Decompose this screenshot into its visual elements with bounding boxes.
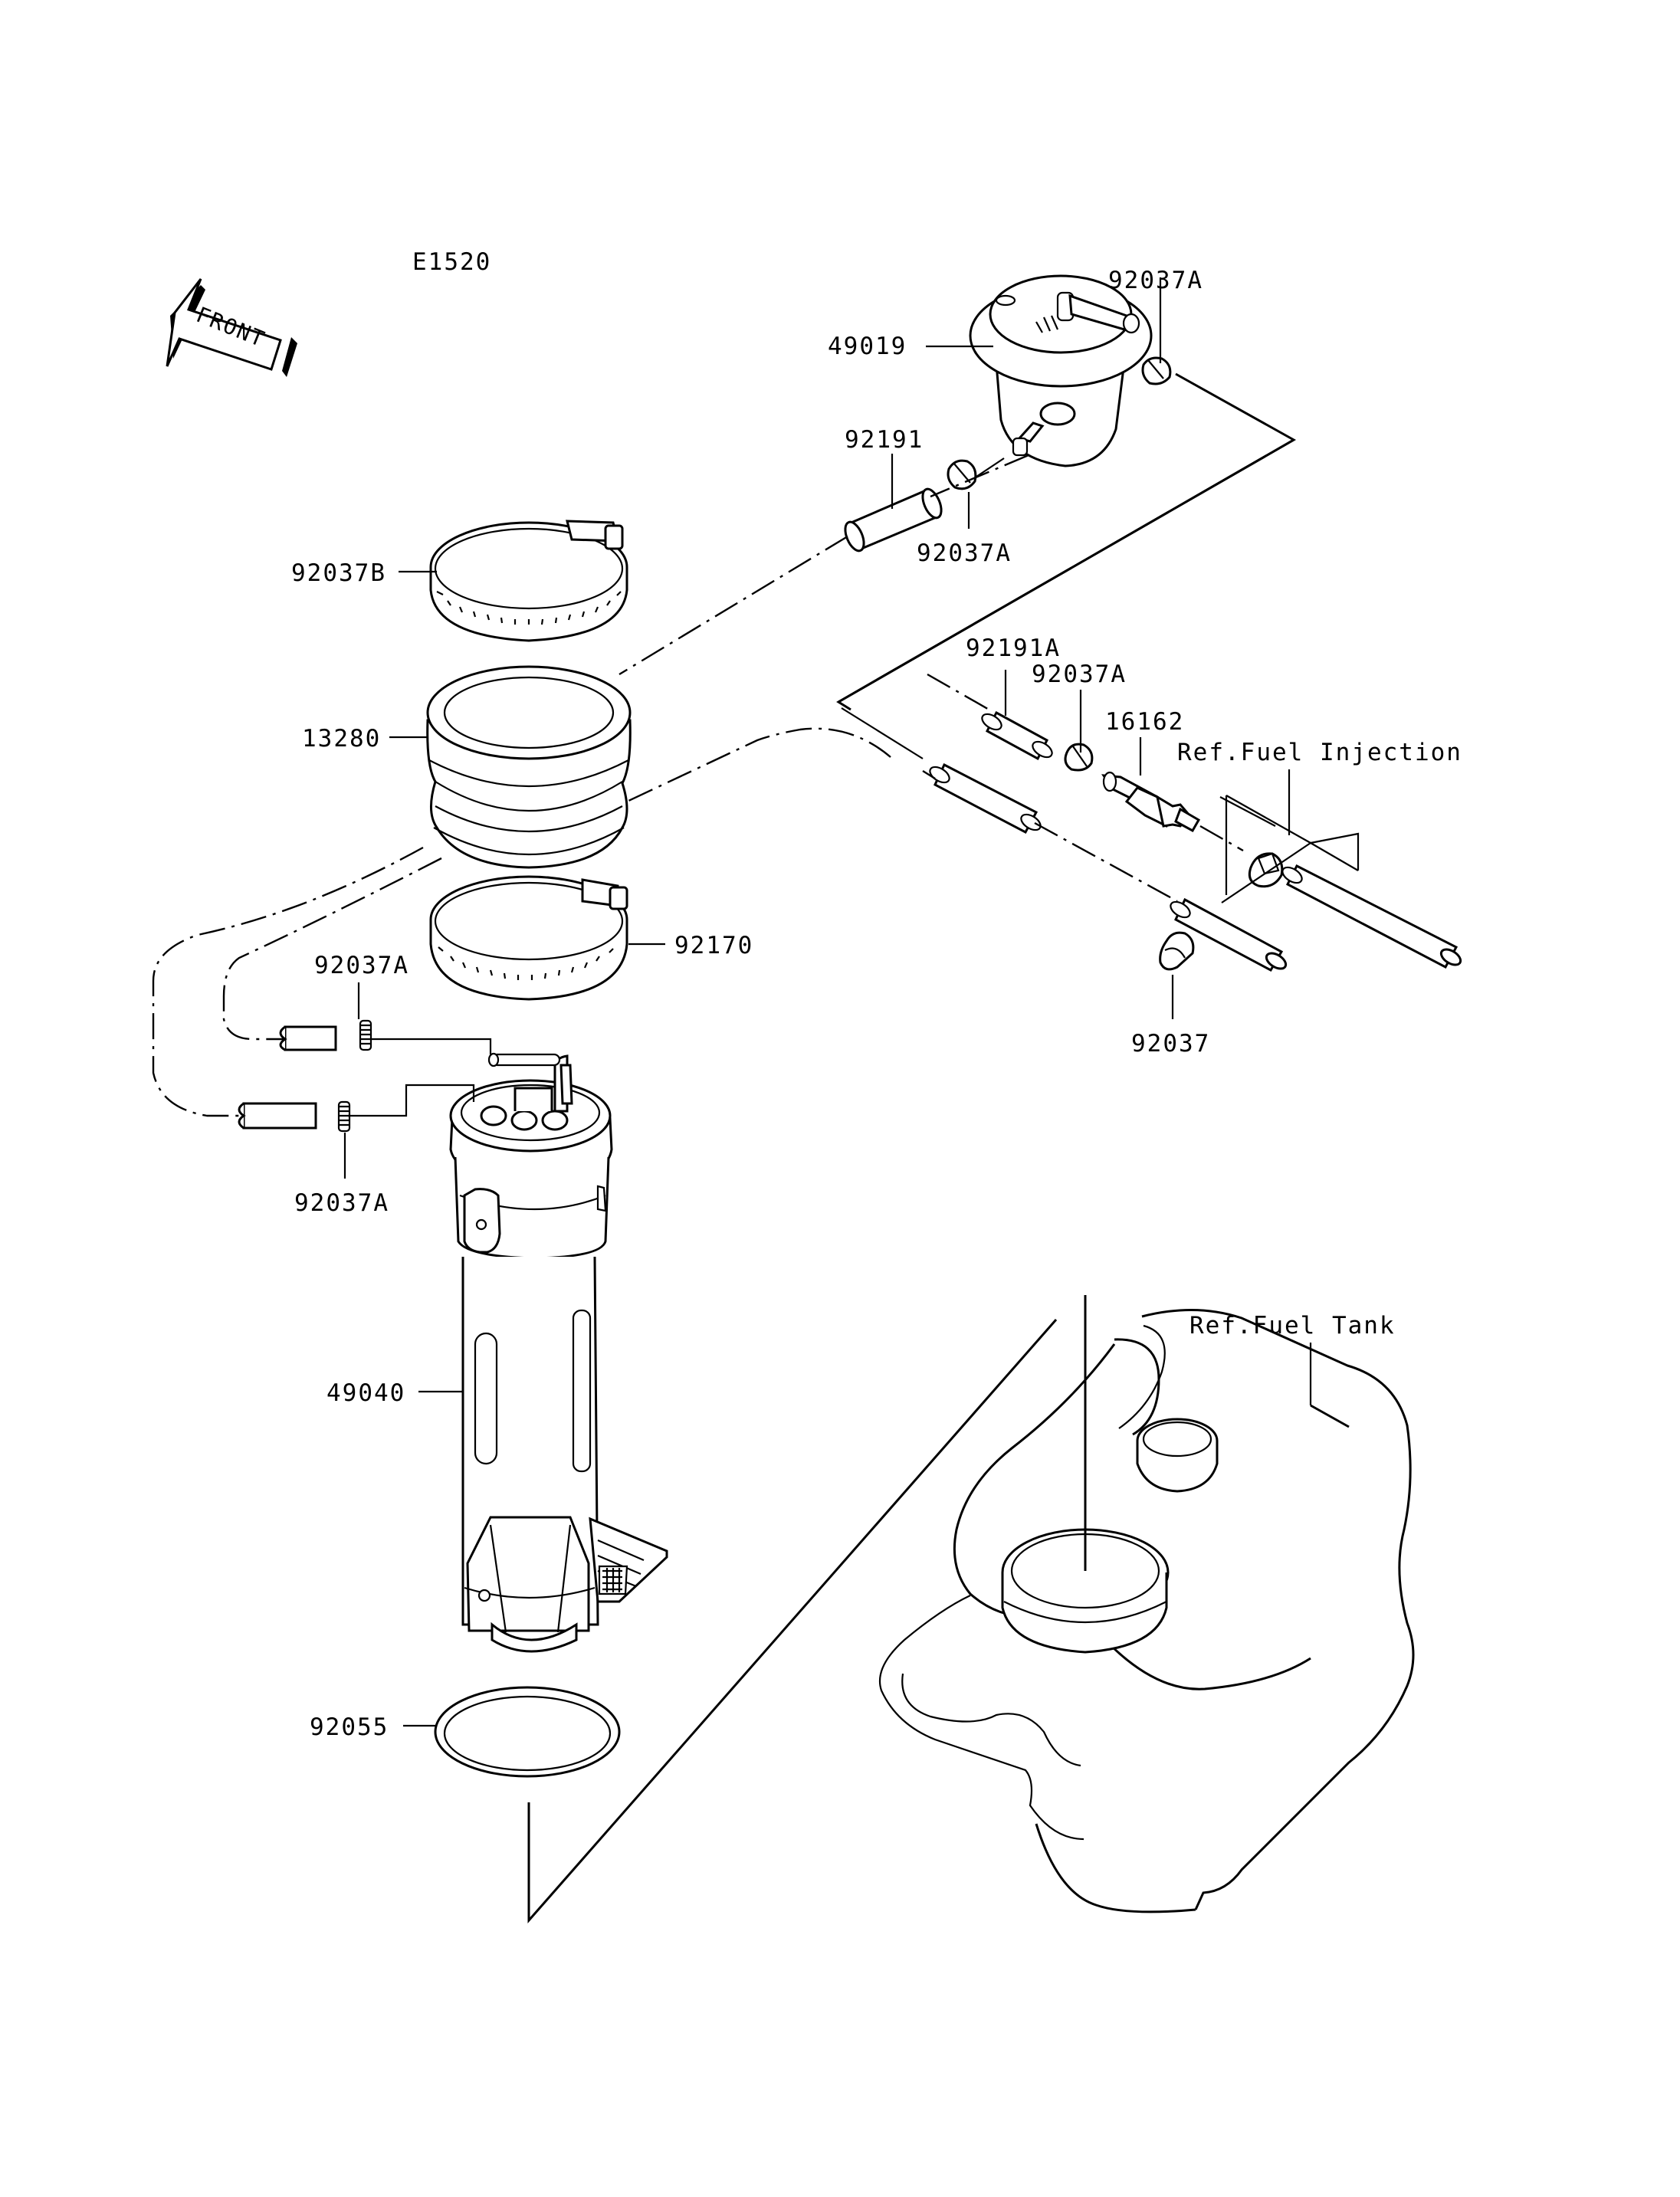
hose-clamp-92037 — [1159, 931, 1195, 971]
hose-upper-left — [279, 1025, 337, 1051]
callout-92037b: 92037B — [291, 559, 386, 587]
callout-92055: 92055 — [310, 1713, 389, 1741]
callout-92170: 92170 — [674, 932, 753, 959]
callout-92037a-top: 92037A — [1108, 267, 1203, 294]
o-ring-92055 — [434, 1686, 621, 1778]
fuel-filter-49019 — [969, 274, 1153, 467]
callout-92037a-left-lower: 92037A — [294, 1189, 389, 1217]
hose-clamp-92037a-top — [1141, 356, 1172, 385]
band-clamp-92170 — [429, 875, 628, 1001]
rubber-boot-13280 — [426, 665, 632, 869]
callout-92037: 92037 — [1131, 1030, 1210, 1058]
callout-ref-fuel-tank: Ref.Fuel Tank — [1189, 1312, 1396, 1340]
band-clamp-92037b — [429, 520, 628, 642]
hose-clamp-92037a-left-lower — [337, 1100, 351, 1133]
hose-92191 — [844, 487, 943, 553]
hose-lower-left — [238, 1102, 317, 1130]
hose-clamp-92037a-mid — [947, 457, 1005, 490]
hose-clamp-92037a-right — [1064, 743, 1094, 772]
callout-13280: 13280 — [302, 725, 381, 753]
fuel-tank-ref-outline — [878, 1309, 1415, 1913]
hose-right-long-1 — [929, 762, 1042, 835]
callout-49040: 49040 — [326, 1379, 405, 1407]
front-arrow-icon: FRONT — [166, 278, 297, 377]
callout-92191: 92191 — [845, 426, 924, 454]
callout-49019: 49019 — [828, 333, 907, 360]
callout-92037a-mid: 92037A — [917, 539, 1012, 567]
hose-right-long-2 — [1170, 897, 1288, 972]
callout-92037a-right: 92037A — [1032, 661, 1127, 688]
fuel-pump-49040 — [449, 1052, 668, 1653]
diagram-code: E1520 — [412, 248, 491, 276]
hose-clamp-92037a-left-upper — [359, 1019, 372, 1051]
callout-ref-fuel-injection: Ref.Fuel Injection — [1177, 739, 1462, 766]
hose-92191a — [981, 710, 1053, 761]
callout-92191a: 92191A — [966, 635, 1061, 662]
check-valve-16162 — [1101, 771, 1201, 833]
callout-92037a-left-upper: 92037A — [314, 952, 409, 979]
hose-right-long-3 — [1281, 864, 1462, 969]
callout-16162: 16162 — [1105, 708, 1184, 736]
